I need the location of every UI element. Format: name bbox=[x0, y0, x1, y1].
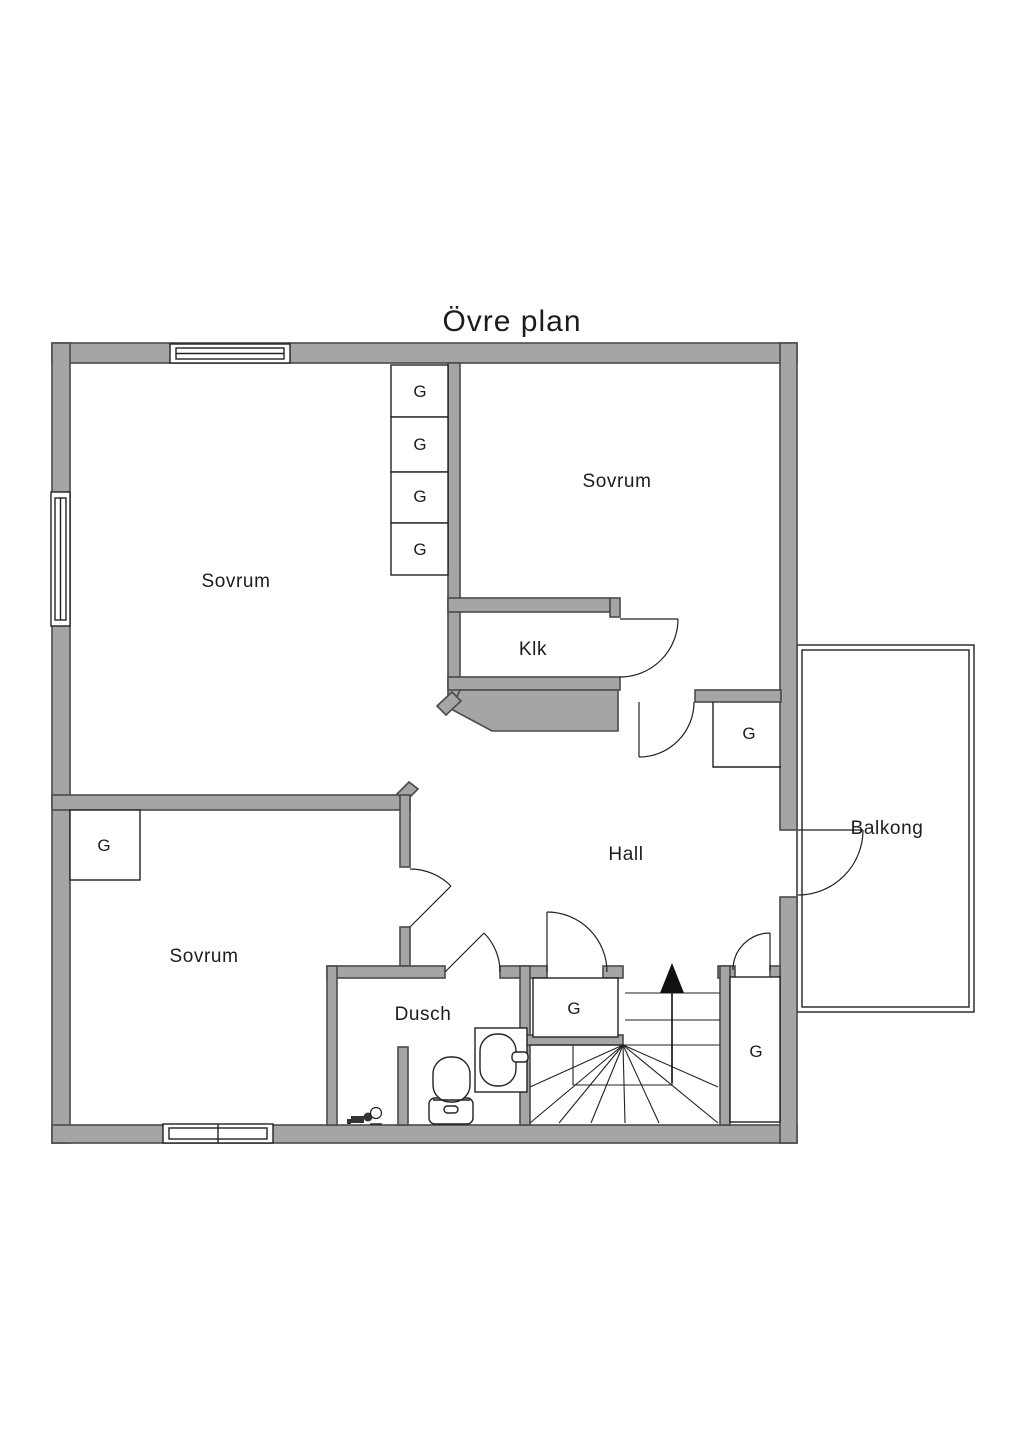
toilet-icon bbox=[428, 1056, 474, 1125]
door-ne-sovrum bbox=[638, 701, 695, 758]
label-g-right: G bbox=[749, 1042, 762, 1061]
label-g-column-2: G bbox=[413, 435, 426, 454]
wall-sw-sovrum-right-upper bbox=[399, 794, 411, 868]
door-dusch bbox=[444, 932, 501, 973]
outer-wall-top bbox=[51, 342, 798, 364]
room-labels: Sovrum Sovrum Sovrum Klk Hall Dusch Balk… bbox=[169, 471, 924, 1025]
door-klk bbox=[619, 618, 679, 678]
door-sw-sovrum bbox=[409, 868, 452, 928]
windows bbox=[50, 343, 291, 1144]
wall-sw-sovrum-top bbox=[51, 794, 411, 811]
wall-dusch-left bbox=[326, 965, 338, 1126]
label-klk: Klk bbox=[519, 639, 547, 660]
outer-wall-right-lower bbox=[779, 896, 798, 1144]
label-g-hall: G bbox=[742, 724, 755, 743]
closet-mid-box bbox=[532, 977, 619, 1038]
label-hall: Hall bbox=[608, 844, 643, 865]
door-closet-right bbox=[732, 932, 771, 971]
page-title: Övre plan bbox=[442, 305, 581, 338]
wall-stairs-right bbox=[719, 965, 731, 1126]
label-g-column-1: G bbox=[413, 382, 426, 401]
label-sovrum-ne: Sovrum bbox=[582, 471, 651, 492]
window-left bbox=[50, 491, 71, 627]
window-bottom bbox=[162, 1123, 274, 1144]
closet-labels: G G G G G G G G bbox=[97, 382, 762, 1061]
winder-treads bbox=[529, 1044, 719, 1124]
up-arrow-icon bbox=[660, 963, 684, 1083]
closets bbox=[69, 364, 781, 1123]
wall-nw-ne-divider bbox=[447, 362, 461, 706]
outer-wall-left bbox=[51, 342, 71, 1144]
wall-sw-sovrum-right-lower bbox=[399, 926, 411, 967]
closet-hall-box bbox=[712, 702, 781, 768]
closet-column-ne bbox=[390, 364, 449, 576]
wall-hall-top-right bbox=[694, 689, 782, 703]
outer-wall-right-upper bbox=[779, 342, 798, 831]
chimney-mass bbox=[449, 689, 619, 732]
wall-klk-door-jamb-top bbox=[609, 597, 621, 618]
fixtures bbox=[347, 1027, 529, 1125]
door-closet-mid bbox=[546, 911, 608, 973]
wall-dusch-top bbox=[326, 965, 446, 979]
label-g-column-3: G bbox=[413, 487, 426, 506]
label-g-sw: G bbox=[97, 836, 110, 855]
label-g-column-4: G bbox=[413, 540, 426, 559]
wall-dusch-stub bbox=[397, 1046, 409, 1126]
door-balcony bbox=[797, 829, 864, 896]
closet-right-box bbox=[729, 976, 781, 1123]
wall-band-seg bbox=[769, 965, 781, 979]
label-dusch: Dusch bbox=[395, 1004, 452, 1025]
sink-icon bbox=[474, 1027, 529, 1093]
label-g-mid: G bbox=[567, 999, 580, 1018]
staircase bbox=[529, 963, 720, 1124]
doors bbox=[409, 618, 864, 973]
label-sovrum-nw: Sovrum bbox=[201, 571, 270, 592]
label-sovrum-sw: Sovrum bbox=[169, 946, 238, 967]
closet-sw-box bbox=[69, 809, 141, 881]
wall-klk-bottom bbox=[447, 676, 621, 691]
floor-drain-icon bbox=[347, 1106, 383, 1125]
wall-klk-top bbox=[447, 597, 611, 613]
chimney-nub bbox=[435, 690, 463, 717]
label-balkong: Balkong bbox=[851, 818, 924, 839]
wall-band-seg bbox=[602, 965, 624, 979]
window-top bbox=[169, 343, 291, 364]
